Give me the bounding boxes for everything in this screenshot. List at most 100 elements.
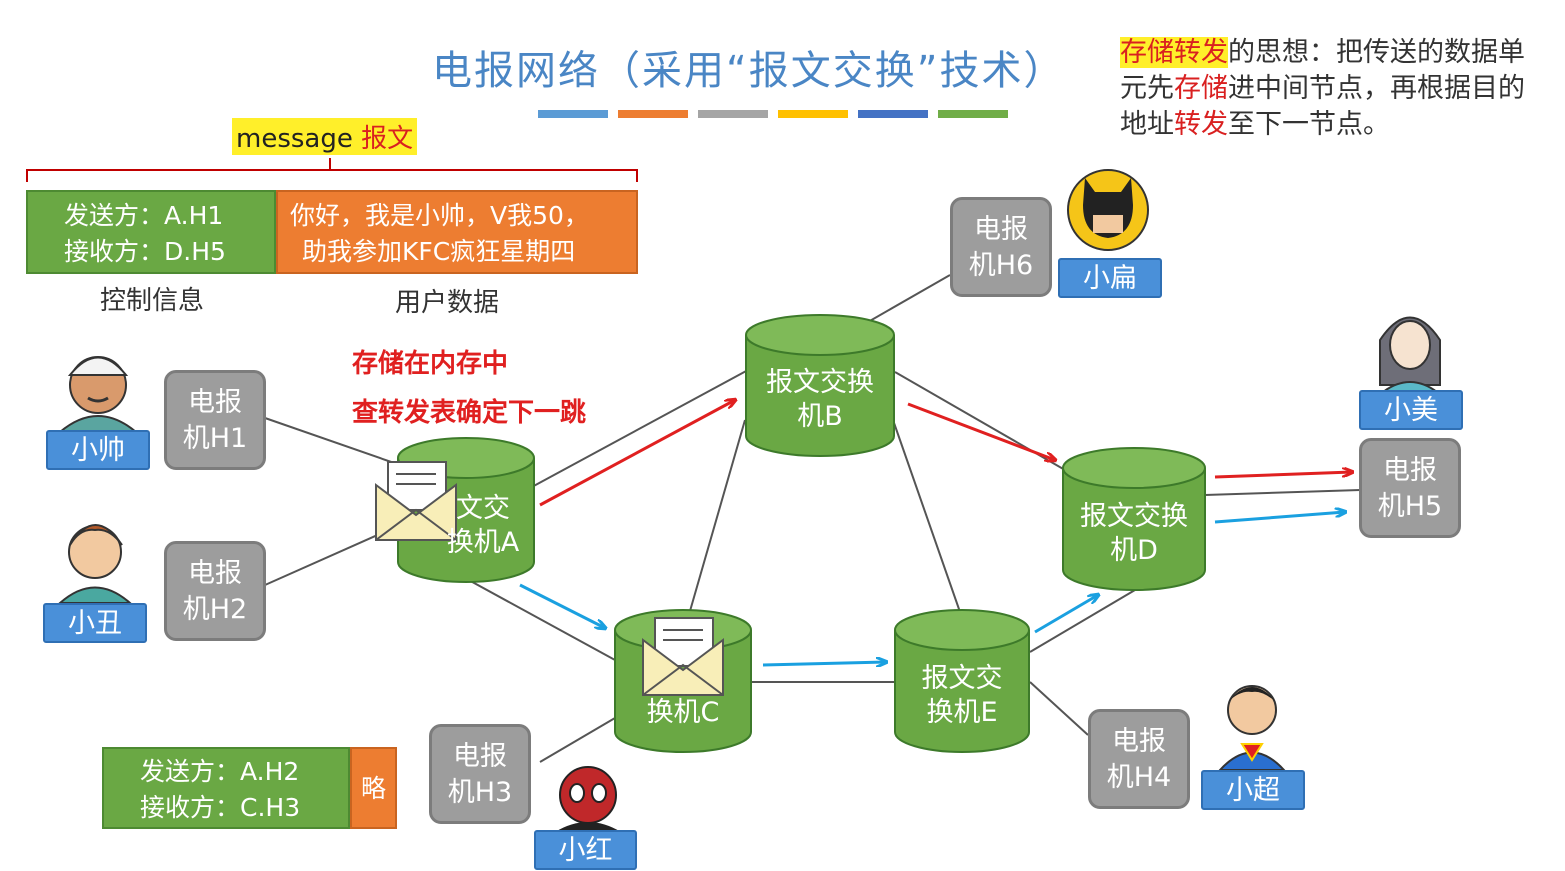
user-data-caption: 用户数据 [395,288,500,318]
switch-a-line1: 文交 [456,493,510,524]
message-label-zh: 报文 [352,124,414,154]
person-xiaohong: 小红 [534,830,637,870]
link-b-h6 [867,274,951,323]
message1-sender: 发送方：A.H1 [64,201,224,230]
message1-body-line1: 你好，我是小帅，V我50， [290,201,589,230]
host-h2-line2: 机H2 [182,594,248,625]
switch-e-label: 报文交换机E [895,662,1029,730]
envelope-icon-a [375,461,457,541]
host-h1-line2: 机H1 [182,423,248,454]
message2-control-box: 发送方：A.H2 接收方：C.H3 [102,747,350,829]
avatar-xiaohong [555,766,621,836]
route-red [539,400,1352,507]
avatar-xiaochou [57,524,133,604]
switch-e-line2: 换机E [926,697,998,728]
link-c-h3 [539,717,616,763]
switch-e [894,609,1030,753]
route-blue-e-d [1034,595,1098,634]
envelope-icon-c [642,617,724,696]
control-info-caption: 控制信息 [100,286,205,316]
annotation-lookup-table: 查转发表确定下一跳 [352,398,587,428]
annotation-store-in-memory: 存储在内存中 [352,349,509,379]
message-brace [26,158,638,182]
host-h6-line2: 机H6 [968,250,1034,281]
switch-d-line2: 机D [1110,535,1158,566]
host-h3: 电报机H3 [429,724,531,824]
note-highlight: 存储转发 [1120,37,1228,68]
avatar-xiaoshuai [57,356,139,433]
person-xiaobian: 小扁 [1058,258,1162,298]
switch-e-line1: 报文交 [921,663,1003,694]
message2-user-box: 略 [350,747,397,829]
route-blue-d-h5 [1214,512,1345,524]
host-h1: 电报机H1 [164,370,266,470]
link-b-e [892,419,961,613]
host-h6: 电报机H6 [950,197,1052,297]
link-e-h4 [1029,681,1089,736]
avatar-xiaomei [1379,316,1441,393]
route-red-b-d [907,402,1055,460]
message1-body-line2: 助我参加KFC疯狂星期四 [302,237,576,266]
note-text-3: 至下一节点。 [1228,109,1390,140]
route-blue [519,512,1345,665]
host-h1-line1: 电报 [188,387,242,418]
route-red-d-h5 [1214,472,1352,479]
switch-b-line2: 机B [797,401,843,432]
title-color-bar [938,110,1008,118]
person-xiaochou: 小丑 [43,603,147,643]
message-label: message 报文 [232,118,418,155]
note-text-1: 的思想：把传送的数据单元先 [1120,37,1525,104]
switch-a-label: 文交换机A [428,492,538,560]
link-d-h5 [1204,489,1361,496]
page-title: 电报网络（采用“报文交换”技术） [432,48,1066,94]
host-h3-line2: 机H3 [447,777,513,808]
message-label-en: message [236,124,353,154]
message1-user-box: 你好，我是小帅，V我50， 助我参加KFC疯狂星期四 [276,190,638,274]
host-h6-line1: 电报 [974,214,1028,245]
link-a-c [464,577,616,661]
route-red-a-b [539,400,735,507]
host-h5-line2: 机H5 [1377,491,1443,522]
switch-b-label: 报文交换机B [746,366,894,434]
host-h4: 电报机H4 [1088,709,1190,809]
message2-receiver: 接收方：C.H3 [140,793,301,822]
title-color-bar [698,110,768,118]
switch-c-label: 换机C [615,696,751,730]
switch-d [1062,447,1206,591]
person-xiaomei: 小美 [1359,390,1463,430]
message1-control-box: 发送方：A.H1 接收方：D.H5 [26,190,276,274]
store-forward-note: 存储转发的思想：把传送的数据单元先存储进中间节点，再根据目的地址转发至下一节点。 [1120,35,1540,143]
title-color-bar [538,110,608,118]
switch-a-line2: 换机A [446,527,520,558]
title-color-bar [618,110,688,118]
switch-d-line1: 报文交换 [1080,501,1188,532]
link-h1-a [264,417,401,466]
link-e-d [1029,589,1136,653]
person-xiaoshuai: 小帅 [46,430,150,470]
switch-b-line1: 报文交换 [766,367,874,398]
route-blue-a-c [519,583,605,628]
route-blue-c-e [762,662,886,665]
link-b-c [687,419,746,619]
host-h5: 电报机H5 [1359,438,1461,538]
title-color-bar [778,110,848,118]
link-a-b [529,369,749,489]
switch-b [745,314,895,457]
avatar-xiaobian [1067,169,1149,251]
avatar-xiaochao [1217,685,1287,771]
note-text-2: 进中间节点，再根据目的地址 [1120,73,1525,140]
title-color-bar [858,110,928,118]
note-red-store: 存储 [1174,73,1228,104]
host-h4-line2: 机H4 [1106,762,1172,793]
switch-c-line1: 换机C [646,697,720,728]
message2-sender: 发送方：A.H2 [140,757,300,786]
host-h4-line1: 电报 [1112,726,1166,757]
switch-d-label: 报文交换机D [1063,500,1205,568]
host-h2-line1: 电报 [188,558,242,589]
host-h3-line1: 电报 [453,741,507,772]
message1-receiver: 接收方：D.H5 [64,237,226,266]
note-red-forward: 转发 [1174,109,1228,140]
host-h2: 电报机H2 [164,541,266,641]
person-xiaochao: 小超 [1201,770,1305,810]
